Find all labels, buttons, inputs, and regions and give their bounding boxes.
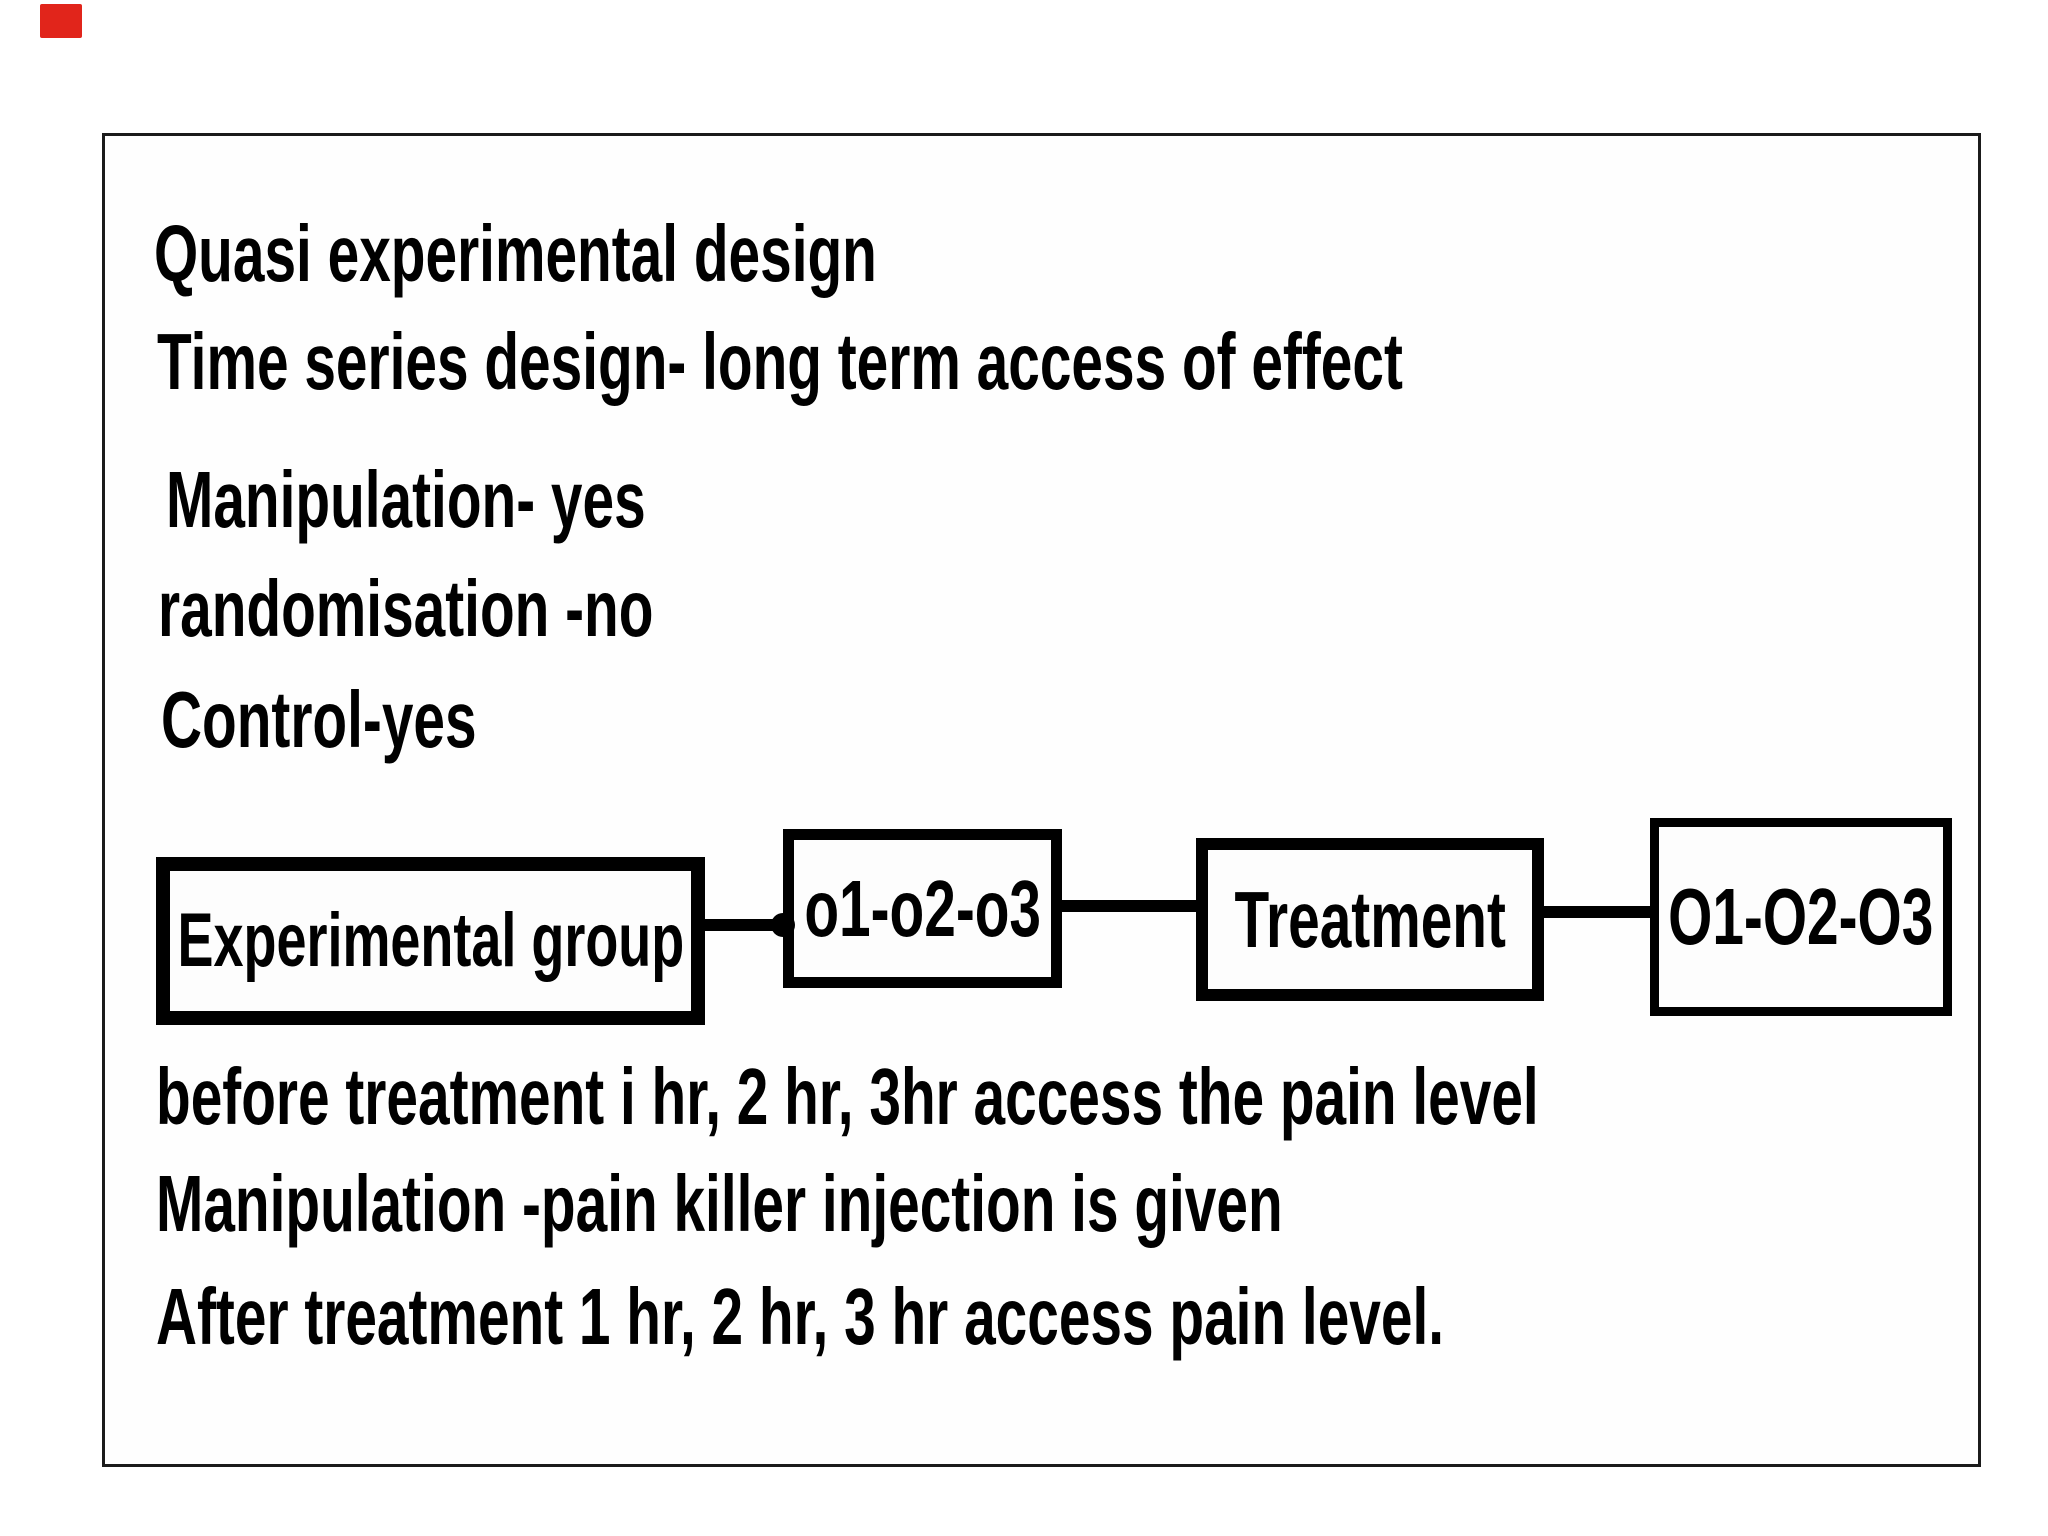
flow-box-experimental-group: Experimental group bbox=[156, 857, 705, 1025]
flow-box-label: Treatment bbox=[1234, 874, 1506, 964]
flow-box-label: O1-O2-O3 bbox=[1668, 872, 1934, 961]
attribute-text: Manipulation- yes bbox=[166, 455, 646, 544]
attribute-line-randomisation: randomisation -no bbox=[158, 569, 856, 649]
connector-line-3 bbox=[1542, 906, 1652, 918]
flow-box-label: Experimental group bbox=[177, 898, 684, 983]
red-annotation-marker bbox=[40, 4, 82, 38]
subtitle-line: Time series design- long term access of … bbox=[157, 322, 1912, 402]
note-text: before treatment i hr, 2 hr, 3hr access … bbox=[156, 1052, 1539, 1141]
title-line: Quasi experimental design bbox=[154, 214, 1172, 294]
attribute-text: randomisation -no bbox=[158, 564, 654, 653]
slide-frame bbox=[102, 133, 1981, 1467]
note-text: After treatment 1 hr, 2 hr, 3 hr access … bbox=[156, 1272, 1445, 1361]
connector-line-1 bbox=[700, 919, 786, 931]
flow-box-observations-before: o1-o2-o3 bbox=[783, 829, 1062, 988]
connector-line-2 bbox=[1060, 900, 1198, 912]
connector-dot bbox=[771, 913, 795, 937]
attribute-line-manipulation: Manipulation- yes bbox=[166, 460, 842, 540]
flow-box-treatment: Treatment bbox=[1196, 838, 1544, 1001]
flow-box-observations-after: O1-O2-O3 bbox=[1650, 818, 1952, 1016]
note-line-before-treatment: before treatment i hr, 2 hr, 3hr access … bbox=[156, 1057, 2048, 1137]
note-text: Manipulation -pain killer injection is g… bbox=[156, 1159, 1283, 1248]
flow-box-label: o1-o2-o3 bbox=[804, 863, 1041, 953]
attribute-text: Control-yes bbox=[161, 675, 477, 764]
note-line-manipulation: Manipulation -pain killer injection is g… bbox=[156, 1164, 1743, 1244]
attribute-line-control: Control-yes bbox=[161, 680, 606, 760]
note-line-after-treatment: After treatment 1 hr, 2 hr, 3 hr access … bbox=[156, 1277, 1970, 1357]
subtitle-text: Time series design- long term access of … bbox=[157, 317, 1403, 406]
title-text: Quasi experimental design bbox=[154, 209, 877, 298]
